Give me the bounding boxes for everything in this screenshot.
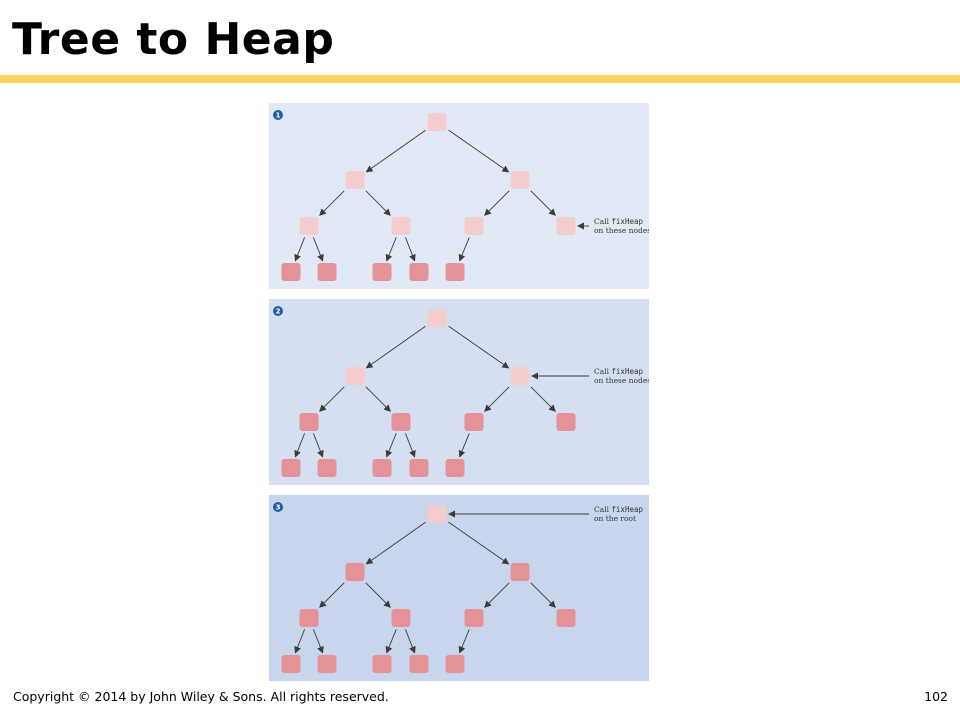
tree-node: [445, 459, 465, 477]
panel-background: [269, 495, 649, 681]
page-number: 102: [924, 689, 948, 704]
tree-node: [464, 609, 484, 627]
tree-edge-arrow: [404, 629, 416, 654]
callout-line-1: Call fixHeap: [594, 367, 643, 376]
tree-node: [445, 263, 465, 281]
tree-node: [281, 263, 301, 281]
tree-node: [281, 655, 301, 673]
tree-node: [299, 609, 319, 627]
tree-node: [372, 459, 392, 477]
tree-node: [409, 655, 429, 673]
tree-edge-arrow: [365, 386, 391, 412]
tree-edge-arrow: [530, 582, 556, 608]
callout-code: fixHeap: [611, 367, 643, 376]
tree-node: [391, 609, 411, 627]
tree-edge-arrow: [404, 237, 416, 262]
tree-node: [445, 655, 465, 673]
tree-edge-arrow: [312, 629, 324, 654]
tree-node: [510, 563, 530, 581]
tree-node: [427, 505, 447, 523]
tree-node: [409, 459, 429, 477]
tree-node: [345, 171, 365, 189]
callout-line-1: Call fixHeap: [594, 505, 643, 514]
tree-edge-arrow: [530, 386, 556, 412]
tree-edge-arrow: [385, 629, 397, 654]
tree-node: [510, 171, 530, 189]
tree-node: [391, 217, 411, 235]
slide-title: Tree to Heap: [12, 14, 335, 65]
tree-edge-arrow: [365, 129, 426, 173]
callout-line-2: on these nodes: [594, 376, 649, 385]
tree-edge-arrow: [385, 237, 397, 262]
callout-line-2: on these nodes: [594, 226, 649, 235]
callout-lead: Call: [594, 505, 611, 514]
tree-node: [427, 309, 447, 327]
tree-edge-arrow: [365, 325, 426, 369]
tree-edge-arrow: [365, 582, 391, 608]
tree-edge-arrow: [448, 521, 510, 565]
tree-edge-arrow: [294, 629, 306, 654]
tree-edge-arrow: [319, 190, 345, 216]
callout-code: fixHeap: [611, 505, 643, 514]
tree-edge-arrow: [294, 237, 306, 262]
tree-node: [409, 263, 429, 281]
tree-edge-arrow: [312, 433, 324, 458]
tree-node: [391, 413, 411, 431]
tree-node: [317, 655, 337, 673]
tree-edge-arrow: [448, 129, 510, 173]
callout-lead: Call: [594, 367, 611, 376]
footer-copyright: Copyright © 2014 by John Wiley & Sons. A…: [13, 689, 389, 704]
tree-edge-arrow: [458, 433, 470, 458]
tree-edge-arrow: [484, 582, 510, 608]
tree-edge-arrow: [385, 433, 397, 458]
tree-node: [556, 609, 576, 627]
tree-node: [345, 563, 365, 581]
tree-edge-arrow: [365, 521, 426, 565]
panel-background: [269, 299, 649, 485]
tree-edge-arrow: [448, 325, 510, 369]
tree-edge-arrow: [294, 433, 306, 458]
tree-node: [556, 413, 576, 431]
tree-edge-arrow: [530, 190, 556, 216]
tree-node: [372, 263, 392, 281]
step-badge: [273, 110, 283, 120]
title-accent-bar: [0, 75, 960, 83]
tree-edge-arrow: [484, 386, 510, 412]
tree-node: [427, 113, 447, 131]
step-number: 2: [276, 308, 281, 316]
callout-code: fixHeap: [611, 217, 643, 226]
tree-edge-arrow: [484, 190, 510, 216]
callout-lead: Call: [594, 217, 611, 226]
tree-node: [556, 217, 576, 235]
tree-node: [372, 655, 392, 673]
step-badge: [273, 502, 283, 512]
tree-node: [299, 413, 319, 431]
tree-node: [510, 367, 530, 385]
step-number: 3: [276, 504, 281, 512]
tree-edge-arrow: [312, 237, 324, 262]
tree-node: [317, 263, 337, 281]
callout-line-1: Call fixHeap: [594, 217, 643, 226]
tree-edge-arrow: [458, 237, 470, 262]
tree-edge-arrow: [458, 629, 470, 654]
tree-node: [317, 459, 337, 477]
tree-node: [281, 459, 301, 477]
tree-edge-arrow: [404, 433, 416, 458]
tree-edge-arrow: [319, 386, 345, 412]
tree-node: [345, 367, 365, 385]
tree-node: [299, 217, 319, 235]
tree-edge-arrow: [319, 582, 345, 608]
step-badge: [273, 306, 283, 316]
tree-node: [464, 413, 484, 431]
step-number: 1: [276, 112, 281, 120]
tree-node: [464, 217, 484, 235]
tree-edge-arrow: [365, 190, 391, 216]
callout-line-2: on the root: [594, 514, 636, 523]
panel-background: [269, 103, 649, 289]
